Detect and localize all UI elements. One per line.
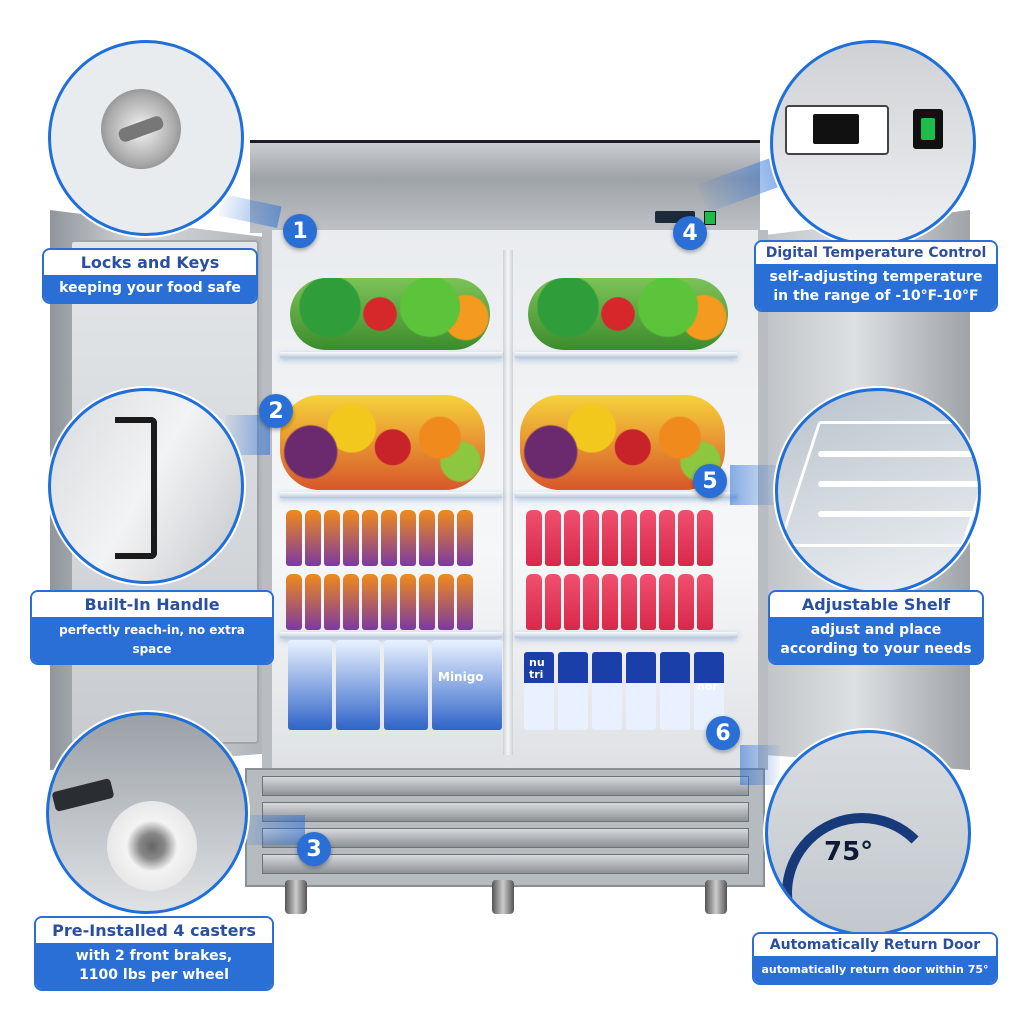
- shelf-label: Adjustable Shelf adjust and place accord…: [768, 590, 984, 665]
- casters-title: Pre-Installed 4 casters: [36, 918, 272, 943]
- juice-bottles-right-bottom: [526, 574, 713, 630]
- temperature-detail-circle: [770, 40, 976, 246]
- shelf-detail-circle: [775, 388, 981, 594]
- caster-right: [705, 880, 727, 914]
- marker-2: 2: [259, 394, 293, 428]
- handle-label: Built-In Handle perfectly reach-in, no e…: [30, 590, 274, 665]
- casters-label: Pre-Installed 4 casters with 2 front bra…: [34, 916, 274, 991]
- shelf-right-2: [515, 492, 737, 498]
- caster-left: [285, 880, 307, 914]
- grille-slat-2: [262, 802, 749, 822]
- carton-brand-1: nu: [529, 656, 545, 669]
- shelf-subtitle-line2: according to your needs: [780, 641, 972, 657]
- lock-detail-circle: [48, 40, 244, 236]
- shelf-left-1: [280, 352, 502, 358]
- casters-subtitle: with 2 front brakes, 1100 lbs per wheel: [36, 943, 272, 989]
- juice-bottles-right-top: [526, 510, 713, 566]
- fruits-right: [520, 395, 725, 490]
- box-brand-left: Minigo: [438, 670, 484, 684]
- door-detail-circle: 75°: [765, 730, 971, 936]
- caster-center: [492, 880, 514, 914]
- carton-brand-3: nor: [697, 680, 718, 693]
- snack-boxes-left: Minigo: [288, 640, 502, 730]
- door-subtitle: automatically return door within 75°: [754, 956, 996, 983]
- shelf-subtitle: adjust and place according to your needs: [770, 617, 982, 663]
- locks-subtitle: keeping your food safe: [44, 275, 256, 302]
- fridge-top-panel: [250, 140, 760, 233]
- caster-detail-circle: [46, 712, 248, 914]
- marker-6: 6: [706, 716, 740, 750]
- brake-pedal: [51, 778, 115, 812]
- power-switch: [704, 211, 716, 225]
- center-divider: [503, 250, 513, 755]
- shelf-left-3: [280, 632, 502, 638]
- grille-slat-3: [262, 828, 749, 848]
- casters-subtitle-line2: 1100 lbs per wheel: [79, 967, 229, 983]
- temperature-subtitle-line1: self-adjusting temperature: [769, 269, 983, 285]
- thermostat-icon: [785, 105, 889, 155]
- handle-detail-circle: [48, 388, 244, 584]
- shelf-subtitle-line1: adjust and place: [810, 622, 942, 638]
- caster-icon: [107, 801, 197, 891]
- lock-icon: [101, 89, 181, 169]
- handle-title: Built-In Handle: [32, 592, 272, 617]
- handle-subtitle: perfectly reach-in, no extra space: [32, 617, 272, 663]
- shelf-right-1: [515, 352, 737, 358]
- marker-3: 3: [297, 832, 331, 866]
- temperature-subtitle-line2: in the range of -10°F-10°F: [773, 288, 979, 304]
- shelf-title: Adjustable Shelf: [770, 592, 982, 617]
- door-angle-value: 75°: [824, 837, 874, 867]
- grille-slat-4: [262, 854, 749, 874]
- juice-bottles-left-top: [286, 510, 473, 566]
- handle-icon: [115, 417, 157, 559]
- power-switch-icon: [913, 109, 943, 149]
- temperature-subtitle: self-adjusting temperature in the range …: [756, 264, 996, 310]
- door-angle-icon: [782, 813, 942, 933]
- marker-5: 5: [693, 464, 727, 498]
- marker-1: 1: [283, 214, 317, 248]
- door-label: Automatically Return Door automatically …: [752, 932, 998, 985]
- milk-cartons-right: nu tri nor: [524, 652, 724, 730]
- marker-4: 4: [673, 216, 707, 250]
- shelf-right-3: [515, 632, 737, 638]
- grille-slat-1: [262, 776, 749, 796]
- vegetables-left: [290, 278, 490, 350]
- door-title: Automatically Return Door: [754, 934, 996, 956]
- juice-bottles-left-bottom: [286, 574, 473, 630]
- temperature-label: Digital Temperature Control self-adjusti…: [754, 240, 998, 312]
- vegetables-right: [528, 278, 728, 350]
- fruits-left: [280, 395, 485, 490]
- carton-brand-2: tri: [529, 668, 544, 681]
- temperature-title: Digital Temperature Control: [756, 242, 996, 264]
- shelf-left-2: [280, 492, 502, 498]
- locks-title: Locks and Keys: [44, 250, 256, 275]
- locks-label: Locks and Keys keeping your food safe: [42, 248, 258, 304]
- casters-subtitle-line1: with 2 front brakes,: [75, 948, 233, 964]
- beam-6: [740, 745, 780, 785]
